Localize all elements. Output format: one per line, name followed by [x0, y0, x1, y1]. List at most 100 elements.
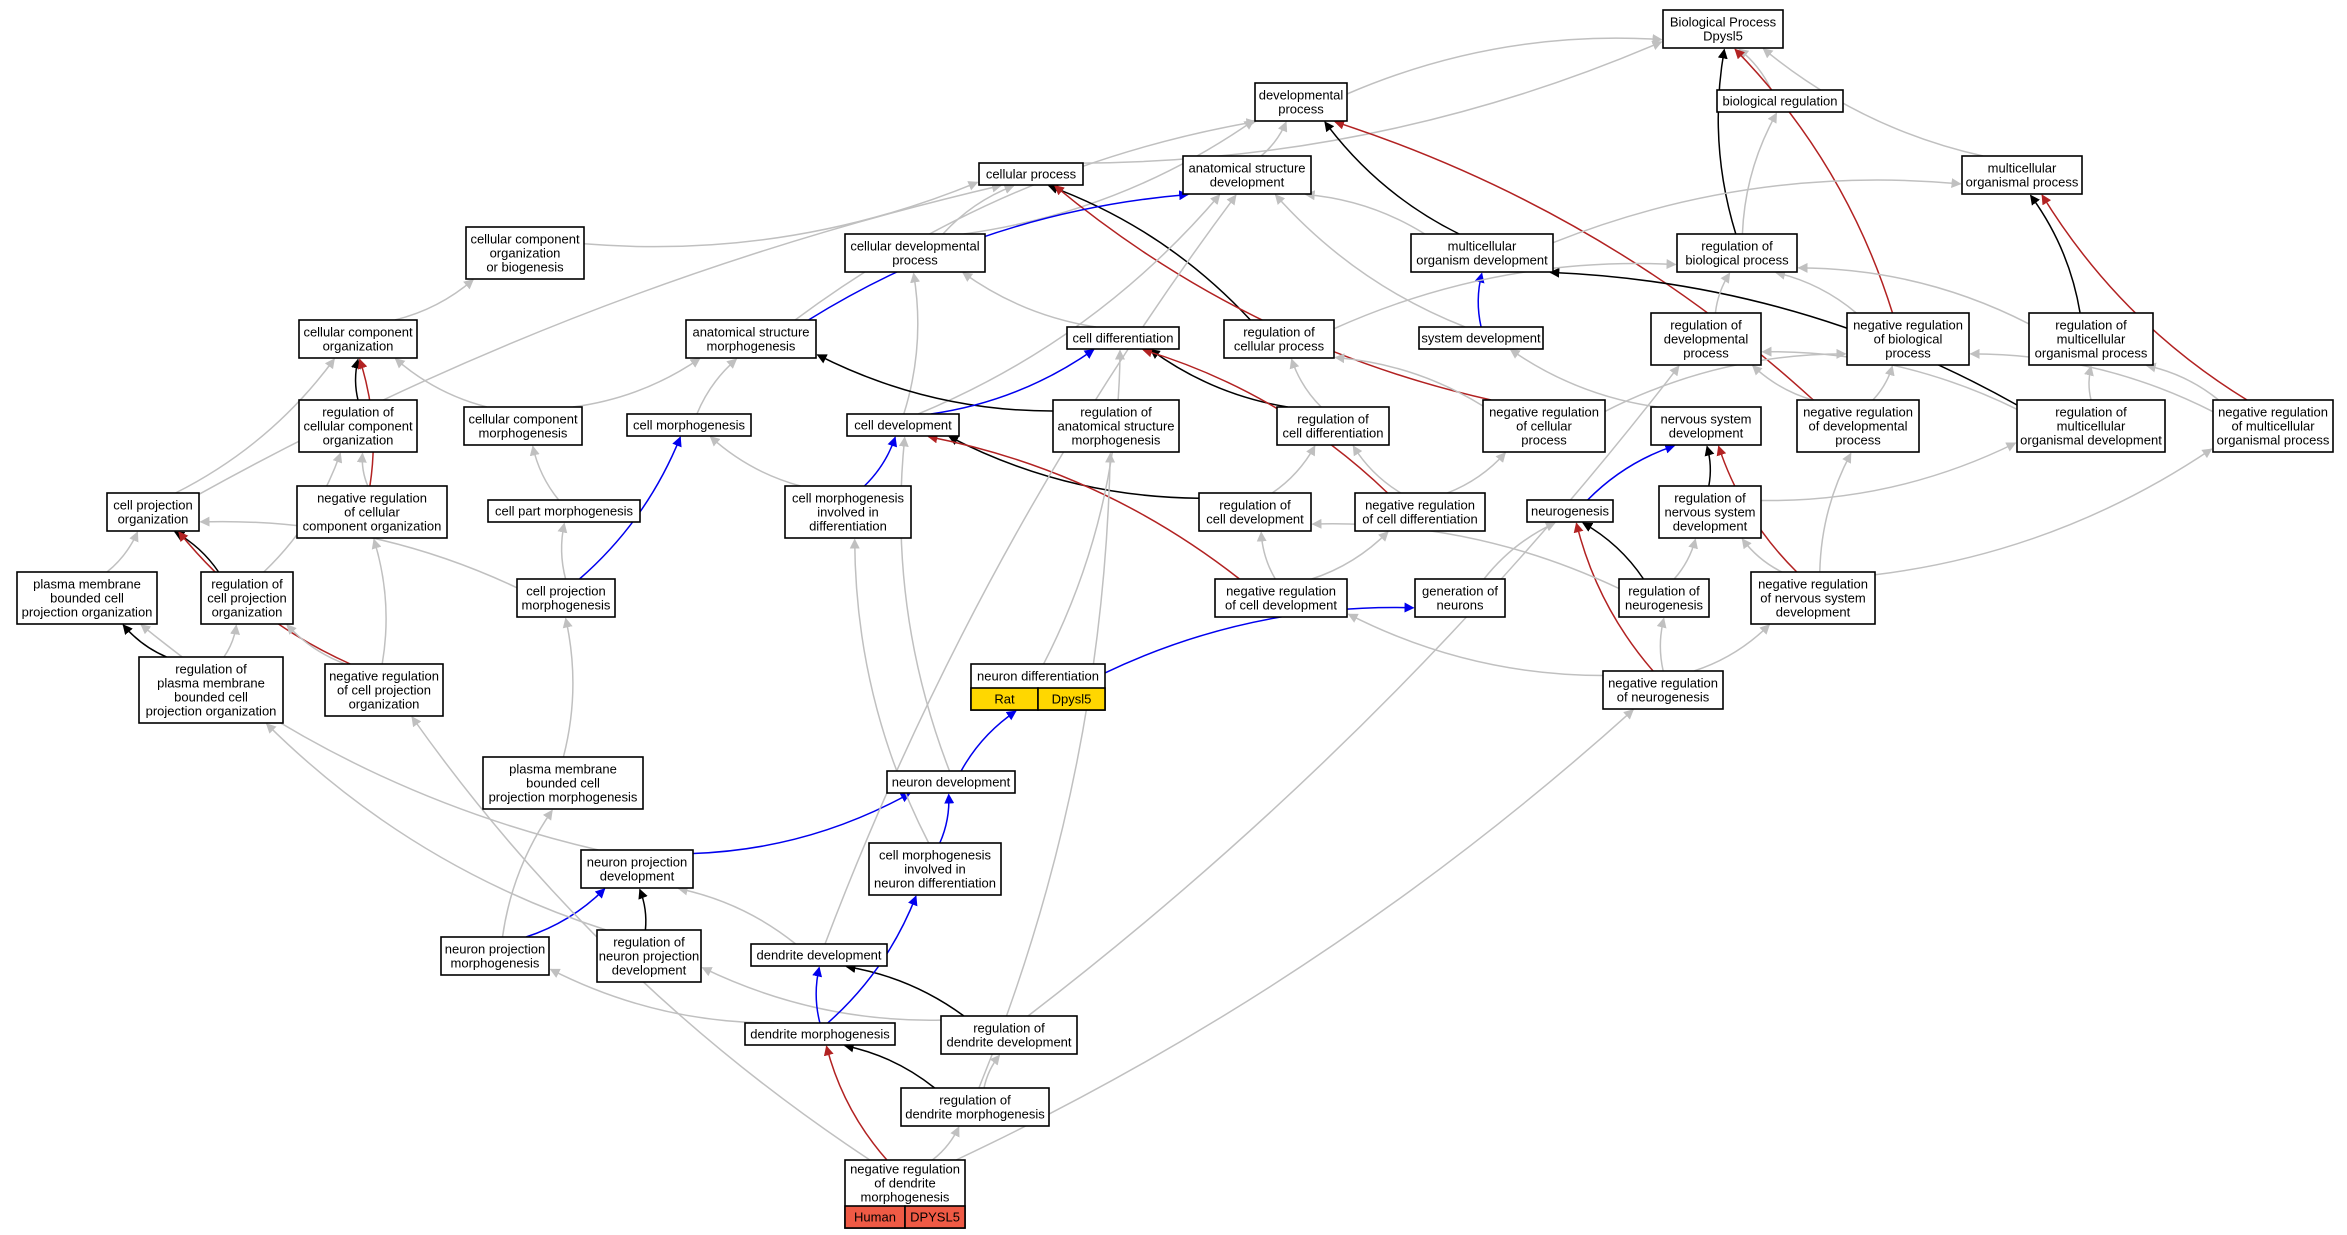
node-box: [626, 413, 752, 437]
node-box: [1650, 406, 1762, 446]
edge-neg_reg_cell_diff-to-cell_diff: [1142, 347, 1389, 494]
node-cell-diff[interactable]: cell differentiation: [1066, 326, 1180, 350]
node-box: [1354, 492, 1486, 532]
node-dendrite-morph[interactable]: dendrite morphogenesis: [744, 1022, 896, 1046]
edge-reg_neurogenesis-to-neurogenesis: [1582, 522, 1645, 580]
edge-neg_reg_mc_proc-to-reg_mc_proc: [2145, 362, 2220, 401]
node-label-line: morphogenesis: [479, 426, 568, 441]
node-label-line: regulation of: [613, 935, 685, 950]
edge-neg_reg_mc_proc-to-neg_reg_bio: [1969, 348, 2214, 413]
node-box: [1052, 399, 1180, 453]
node-neuron-devel[interactable]: neuron development: [886, 770, 1016, 794]
node-label-line: cell differentiation: [1073, 331, 1174, 346]
node-label-line: differentiation: [809, 519, 887, 534]
node-cell-part-morph[interactable]: cell part morphogenesis: [487, 499, 641, 523]
edge-cell_proc-to-bp: [1082, 40, 1663, 164]
node-cell-morph[interactable]: cell morphogenesis: [626, 413, 752, 437]
node-box: [1182, 155, 1312, 195]
edge-reg_neurogenesis-to-reg_ns_dev: [1673, 538, 1698, 580]
edge-cp_morph-to-cell_part_morph: [557, 522, 568, 580]
node-label-line: organization: [349, 697, 420, 712]
node-label-line: negative regulation: [1365, 498, 1475, 513]
node-label-line: negative regulation: [1758, 577, 1868, 592]
node-box: [596, 929, 702, 983]
node-label-line: neuron differentiation: [874, 876, 996, 891]
node-sys-dev[interactable]: system development: [1418, 326, 1544, 350]
node-label-line: regulation of: [1628, 584, 1700, 599]
node-label-line: dendrite development: [946, 1035, 1071, 1050]
node-box: [440, 936, 550, 976]
node-label-line: neuron projection: [445, 942, 545, 957]
node-bio-reg[interactable]: biological regulation: [1716, 89, 1844, 113]
edge-neg_reg_neurogenesis-to-neg_reg_ns_dev: [1693, 624, 1771, 672]
node-label-line: projection morphogenesis: [489, 790, 638, 805]
node-cell-proc[interactable]: cellular process: [978, 162, 1084, 186]
edge-np_morph-to-pm_cp_morph: [501, 809, 553, 938]
node-label-line: cell morphogenesis: [633, 418, 746, 433]
edge-reg_dendrite_dev-to-reg_np_dev: [701, 967, 942, 1021]
node-neurogenesis[interactable]: neurogenesis: [1526, 499, 1614, 523]
node-label-line: organization: [212, 605, 283, 620]
node-label-line: dendrite development: [756, 948, 881, 963]
tag-label: DPYSL5: [910, 1210, 960, 1225]
node-cell-devel[interactable]: cell development: [846, 413, 960, 437]
node-label-line: of cell development: [1225, 598, 1337, 613]
node-dendrite-dev[interactable]: dendrite development: [750, 943, 888, 967]
edge-reg_mc_dev-to-reg_mc_proc: [2084, 365, 2094, 401]
edge-sys_dev-to-mc_org_dev: [1474, 272, 1485, 328]
edge-neuron_devel-to-cell_devel: [898, 436, 951, 772]
edge-reg_cell_diff-to-reg_cell_proc: [1289, 358, 1322, 408]
node-label-line: cell part morphogenesis: [495, 504, 634, 519]
edge-reg_pm_cp_org-to-pm_cp_org: [122, 624, 167, 658]
tag-cell: [904, 1205, 966, 1229]
